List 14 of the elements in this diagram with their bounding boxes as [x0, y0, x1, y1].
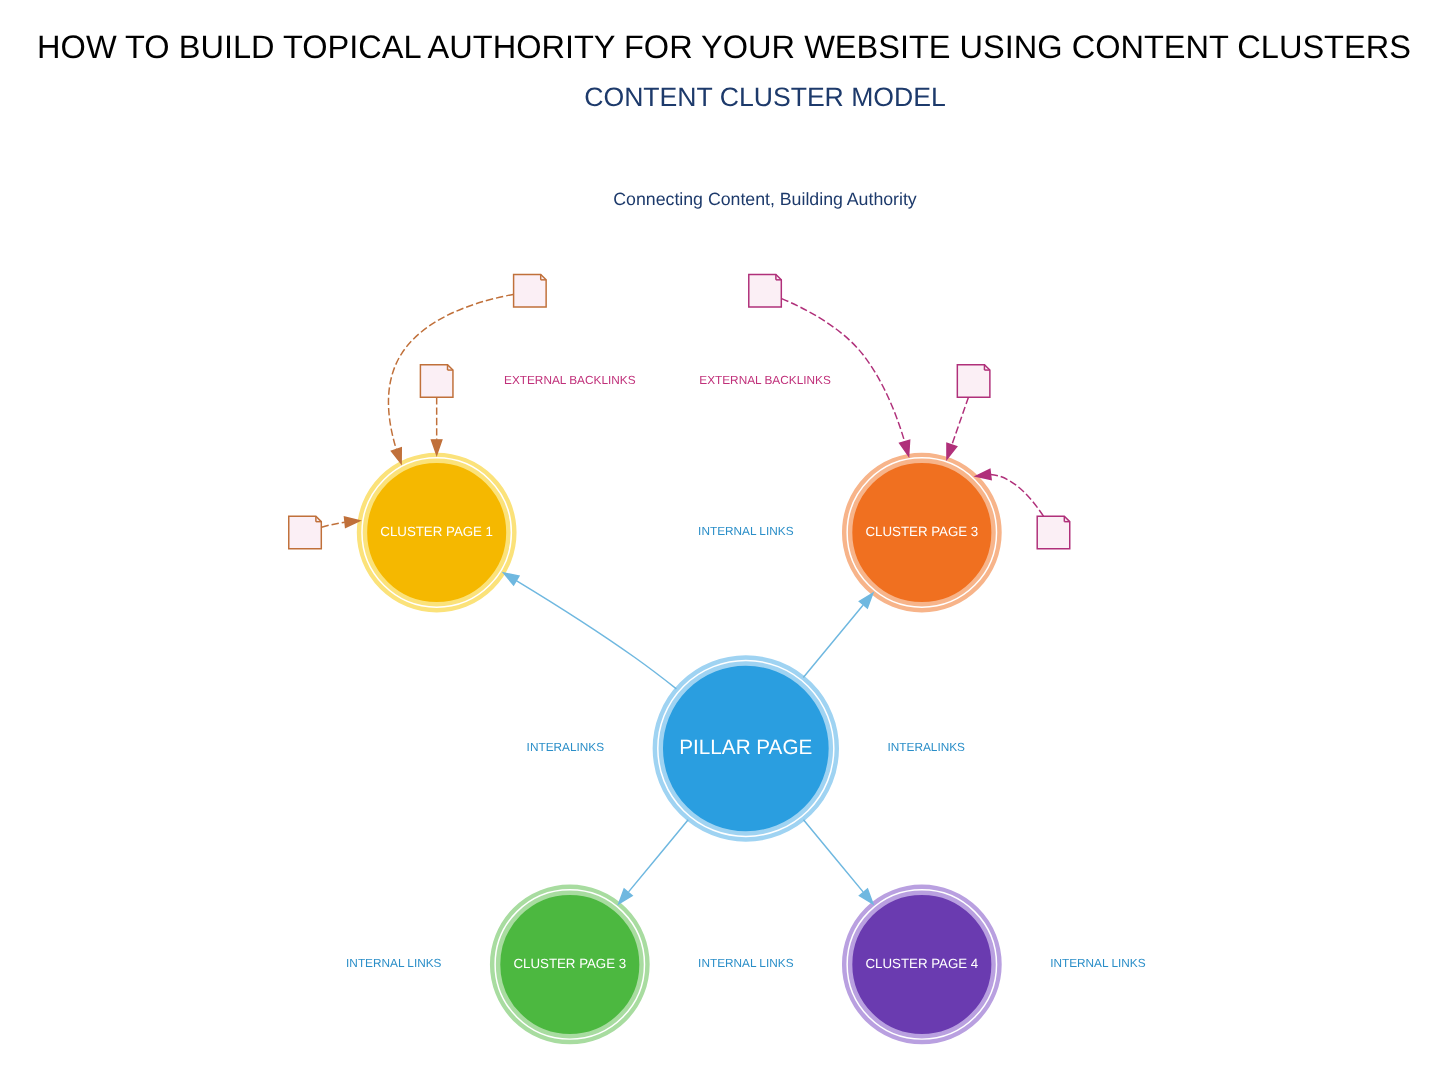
arrow [501, 571, 678, 690]
arrow [320, 516, 362, 529]
arrow [387, 293, 514, 466]
diagram-title: HOW TO BUILD TOPICAL AUTHORITY FOR YOUR WEBSITE USING CONTENT CLUSTERS [37, 29, 1411, 66]
label: Connecting Content, Building Authority [613, 189, 917, 210]
arrow [617, 818, 689, 906]
arrow [802, 818, 875, 906]
arrow [780, 297, 911, 459]
arrow [946, 396, 970, 461]
label: CONTENT CLUSTER MODEL [584, 82, 946, 113]
node-circle: PILLAR PAGE [652, 655, 839, 842]
arrow [430, 396, 443, 457]
arrow [802, 591, 875, 679]
arrow [973, 468, 1045, 517]
